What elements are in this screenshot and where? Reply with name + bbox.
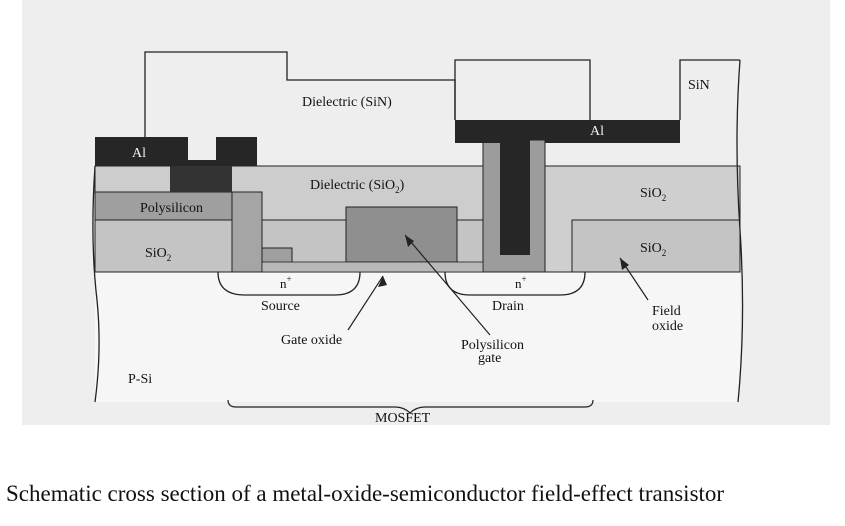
label-sin-right: SiN xyxy=(688,78,710,93)
label-polysilicon-gate-2: gate xyxy=(478,351,501,366)
al-left-plug xyxy=(170,166,232,192)
source-nplus-region xyxy=(217,271,361,296)
polysilicon-left-step xyxy=(231,191,263,273)
label-polysilicon: Polysilicon xyxy=(140,201,203,216)
label-al-right: Al xyxy=(590,124,604,139)
polysilicon-gate xyxy=(345,206,458,263)
label-sio2-right-bottom: SiO2 xyxy=(640,241,666,258)
label-dielectric-sin: Dielectric (SiN) xyxy=(302,95,392,110)
label-gate-oxide: Gate oxide xyxy=(281,333,342,348)
mosfet-bracket xyxy=(227,399,594,414)
gate-oxide-layer xyxy=(261,261,484,273)
polysilicon-gate-arrowhead xyxy=(405,235,414,247)
drain-nplus-region xyxy=(444,271,586,296)
sin-dielectric-outline-mid xyxy=(454,59,591,120)
p-si-substrate xyxy=(95,272,740,402)
label-al-left: Al xyxy=(132,146,146,161)
field-oxide-arrowhead xyxy=(620,258,629,270)
label-sio2-left: SiO2 xyxy=(145,246,171,263)
gate-oxide-arrowhead xyxy=(378,276,387,287)
right-break-line xyxy=(736,59,744,403)
polysilicon-left-block xyxy=(94,191,233,221)
label-oxide: oxide xyxy=(652,319,683,334)
figure-caption: Schematic cross section of a metal-oxide… xyxy=(6,481,725,506)
label-mosfet: MOSFET xyxy=(375,411,431,426)
al-right-notch xyxy=(503,120,523,130)
polysilicon-gate-arrow xyxy=(404,234,491,336)
label-nplus-source: n+ xyxy=(280,274,292,291)
label-dielectric-sio2: Dielectric (SiO2) xyxy=(310,178,405,195)
gate-oxide-arrow xyxy=(347,275,384,331)
sin-dielectric-outline-right xyxy=(679,59,740,120)
label-source: Source xyxy=(261,299,300,314)
al-right-contact xyxy=(455,120,680,255)
label-polysilicon-gate-1: Polysilicon xyxy=(461,338,524,353)
left-break-line xyxy=(92,165,100,403)
label-p-si: P-Si xyxy=(128,372,152,387)
label-sio2-right-top: SiO2 xyxy=(640,186,666,203)
label-nplus-drain: n+ xyxy=(515,274,527,291)
label-field: Field xyxy=(652,304,681,319)
label-drain: Drain xyxy=(492,299,524,314)
